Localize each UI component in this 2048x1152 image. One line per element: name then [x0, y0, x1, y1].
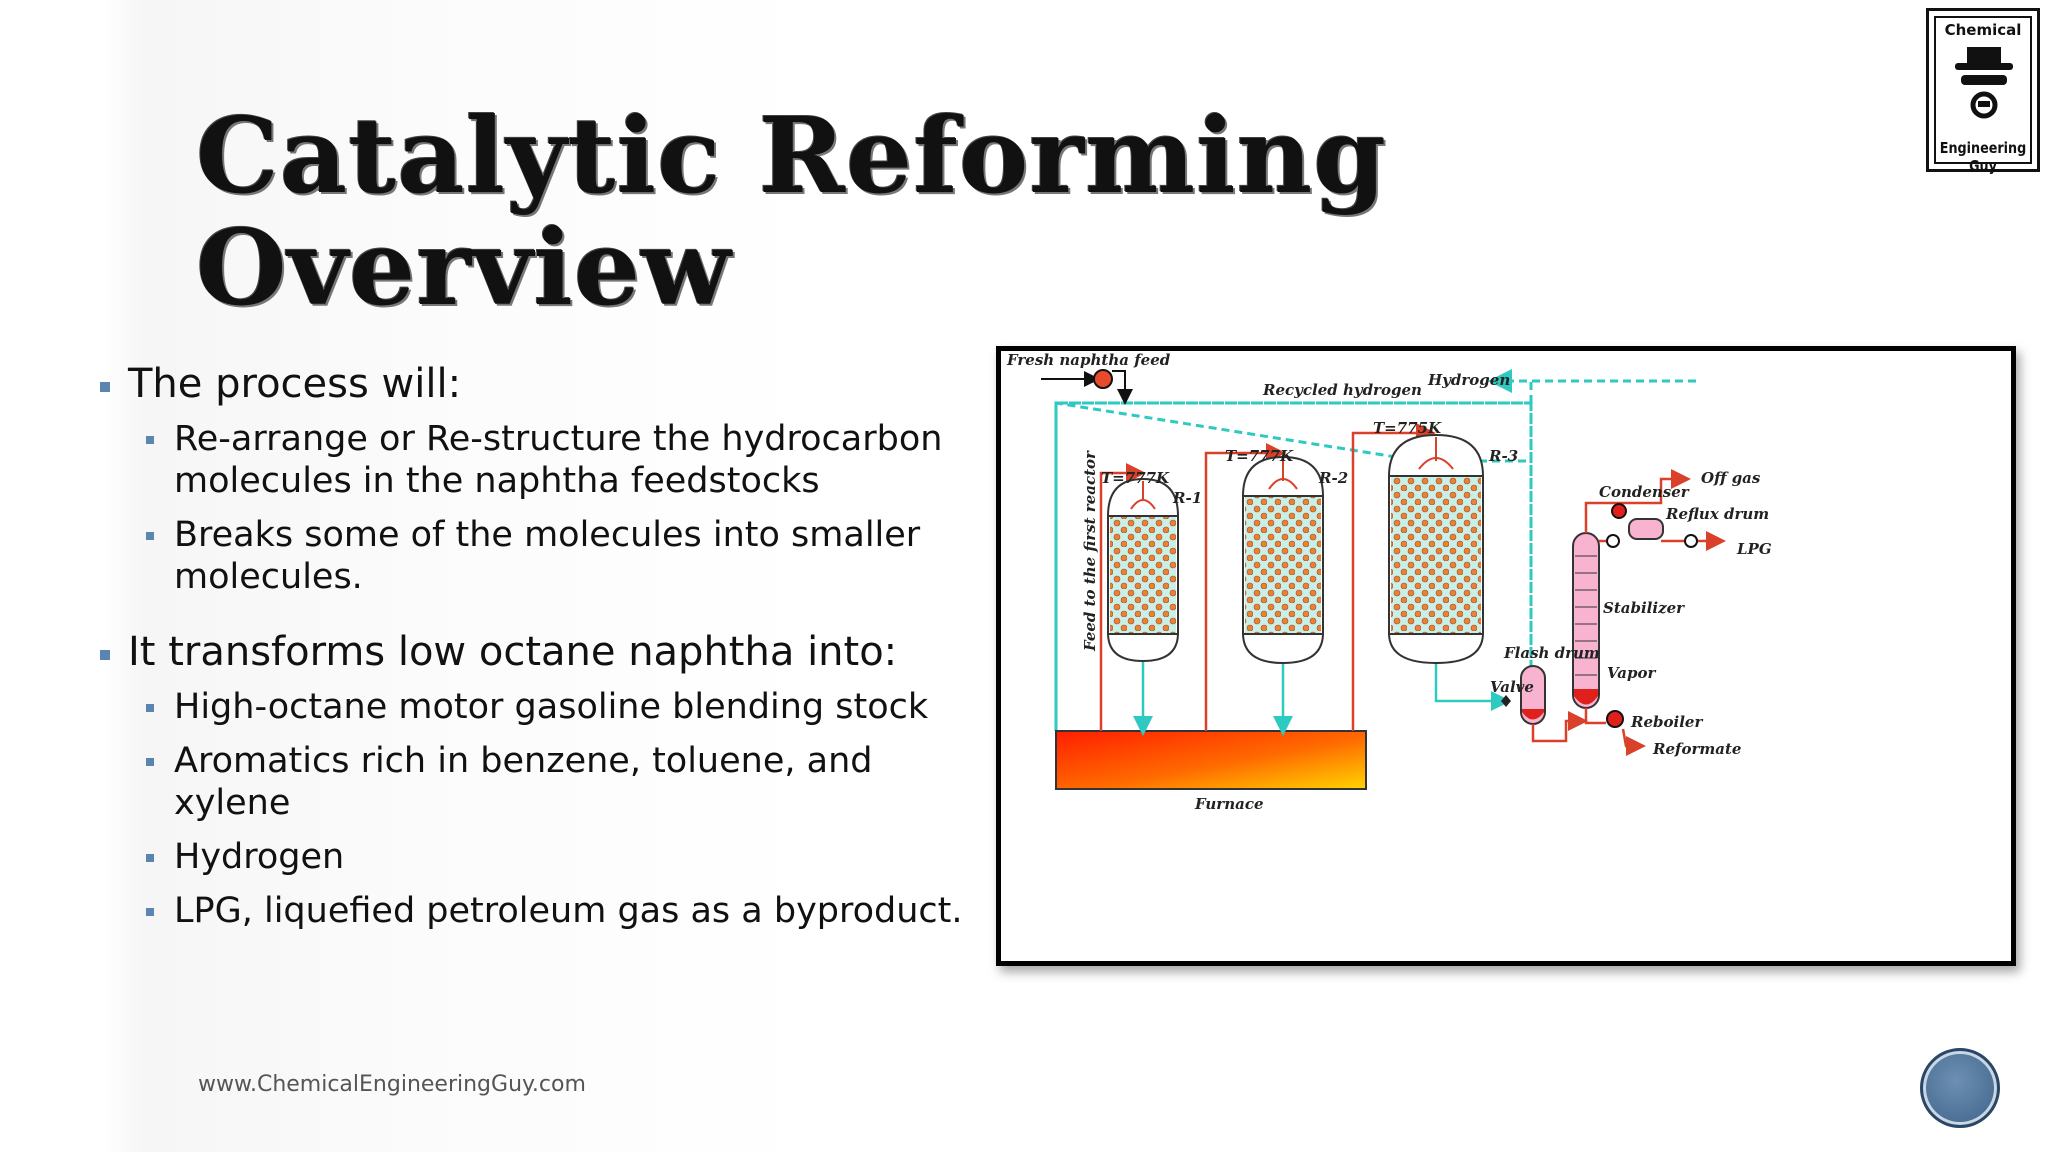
bullet-process: The process will:: [96, 360, 976, 408]
sub-bullet: Breaks some of the molecules into smalle…: [96, 514, 976, 598]
bullet-transforms: It transforms low octane naphtha into:: [96, 628, 976, 676]
label-furnace: Furnace: [1194, 795, 1264, 813]
reboiler-symbol: [1606, 710, 1624, 728]
lpg-pump: [1684, 534, 1698, 548]
slide-title: Catalytic Reforming Overview: [196, 100, 1387, 324]
flash-drum: [1501, 665, 1588, 743]
sub-bullet: Re-arrange or Re-structure the hydrocarb…: [96, 418, 976, 502]
label-reformate: Reformate: [1652, 740, 1741, 758]
logo-bottom-text: Engineering Guy: [1939, 139, 2027, 175]
label-reflux-drum: Reflux drum: [1665, 505, 1769, 523]
label-lpg: LPG: [1736, 540, 1772, 558]
label-valve: Valve: [1490, 678, 1534, 696]
label-reboiler: Reboiler: [1630, 713, 1703, 731]
label-recycled-hydrogen: Recycled hydrogen: [1262, 381, 1422, 399]
label-r1: R-1: [1172, 489, 1202, 507]
condenser-reflux: [1584, 469, 1726, 756]
hydrogen-network: [1054, 369, 1533, 731]
sub-bullet: Aromatics rich in benzene, toluene, and …: [96, 740, 976, 824]
process-flow-diagram: Fresh naphtha feed Recycled hydrogen Hyd…: [996, 346, 2016, 966]
reactor-feed-lines: [1099, 423, 1436, 731]
stabilizer-column: [1572, 532, 1600, 709]
reactor-r1: [1107, 477, 1179, 663]
logo-top-text: Chemical: [1944, 21, 2022, 39]
label-r2: R-2: [1318, 469, 1348, 487]
diagram-svg: Fresh naphtha feed Recycled hydrogen Hyd…: [1006, 351, 1772, 813]
title-line-1: Catalytic Reforming: [196, 94, 1387, 217]
label-fresh-feed: Fresh naphtha feed: [1006, 351, 1171, 369]
reactor-r2: [1242, 455, 1324, 665]
sub-bullet: High-octane motor gasoline blending stoc…: [96, 686, 976, 728]
slide-nav-button[interactable]: [1920, 1048, 2000, 1128]
bullet-list: The process will: Re-arrange or Re-struc…: [96, 360, 976, 944]
reactor-r3: [1388, 433, 1484, 665]
sub-bullet: LPG, liquefied petroleum gas as a byprod…: [96, 890, 976, 932]
title-line-2: Overview: [196, 206, 732, 329]
furnace: [1055, 730, 1367, 790]
label-hydrogen: Hydrogen: [1427, 371, 1510, 389]
sub-bullet: Hydrogen: [96, 836, 976, 878]
reflux-drum: [1628, 518, 1664, 540]
label-r3: R-3: [1488, 447, 1518, 465]
label-flash-drum: Flash drum: [1503, 644, 1600, 662]
label-off-gas: Off gas: [1701, 469, 1761, 487]
label-r2-temp: T=777K: [1225, 447, 1294, 465]
fresh-feed-inlet: [1041, 369, 1133, 405]
footer-website: www.ChemicalEngineeringGuy.com: [198, 1072, 586, 1097]
hat-figure-icon: [1955, 47, 2013, 119]
condenser-symbol: [1611, 503, 1627, 519]
brand-logo: Chemical Engineering Guy: [1926, 8, 2040, 175]
label-condenser: Condenser: [1599, 483, 1690, 501]
reflux-pump: [1606, 534, 1620, 548]
label-vapor: Vapor: [1607, 664, 1656, 682]
reactor-effluent-lines: [1133, 656, 1511, 736]
label-r3-temp: T=775K: [1373, 419, 1442, 437]
label-stabilizer: Stabilizer: [1603, 599, 1685, 617]
label-r1-temp: T=777K: [1101, 469, 1170, 487]
label-feed-first-reactor: Feed to the first reactor: [1081, 450, 1099, 652]
